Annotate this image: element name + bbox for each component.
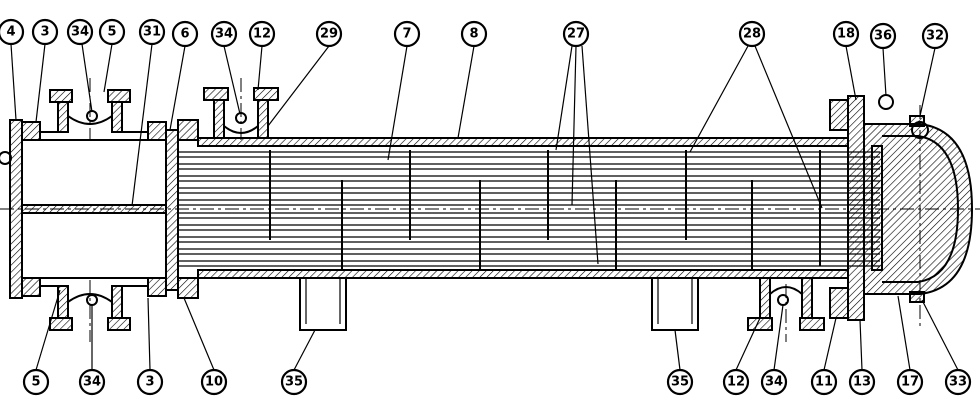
svg-text:29: 29 [320,27,338,42]
callout-5-bottom: 5 [22,368,50,396]
channel-body [21,121,167,297]
svg-text:5: 5 [107,25,116,40]
saddle-support-left [299,278,347,331]
callout-36: 36 [869,22,897,50]
svg-text:6: 6 [180,27,189,42]
svg-text:34: 34 [765,375,783,390]
callout-13: 13 [848,368,876,396]
leader-lines [10,43,959,371]
callout-18: 18 [832,20,860,48]
callout-8: 8 [460,20,488,48]
callout-3-top: 3 [31,18,59,46]
callout-4: 4 [0,18,25,46]
callout-28: 28 [738,20,766,48]
callout-34-top-mid: 34 [210,20,238,48]
callout-31: 31 [138,18,166,46]
callout-34-bottom-left: 34 [78,368,106,396]
callout-35-left: 35 [280,368,308,396]
svg-text:35: 35 [285,375,303,390]
svg-text:8: 8 [469,27,478,42]
svg-text:33: 33 [949,375,967,390]
stationary-tubesheet [165,119,199,299]
channel-outlet-nozzle [49,280,131,342]
svg-text:35: 35 [671,375,689,390]
baffles-and-tie-rods [269,150,821,270]
svg-text:3: 3 [40,25,49,40]
svg-text:18: 18 [837,27,855,42]
svg-text:3: 3 [145,375,154,390]
svg-text:12: 12 [727,375,745,390]
svg-text:32: 32 [926,29,944,44]
svg-text:28: 28 [743,27,761,42]
svg-text:12: 12 [253,27,271,42]
callout-6: 6 [171,20,199,48]
callout-7: 7 [393,20,421,48]
saddle-support-right [651,278,699,331]
shell-inlet-nozzle [203,78,279,140]
callout-34-bottom-right: 34 [760,368,788,396]
callout-34-top-left: 34 [66,18,94,46]
svg-text:7: 7 [402,27,411,42]
svg-text:31: 31 [143,25,161,40]
callout-32: 32 [921,22,949,50]
svg-text:34: 34 [83,375,101,390]
svg-text:4: 4 [6,25,15,40]
shell-outlet-nozzle [747,277,825,342]
callout-27: 27 [562,20,590,48]
channel-inlet-nozzle [49,78,131,140]
callout-12-bottom: 12 [722,368,750,396]
callout-5-top: 5 [98,18,126,46]
callout-10: 10 [200,368,228,396]
shell [197,137,849,279]
lifting-lug [0,151,12,165]
vent-lug [878,94,894,110]
callout-29: 29 [315,20,343,48]
callout-12-top: 12 [248,20,276,48]
floating-head-cover [864,94,974,330]
svg-text:34: 34 [215,27,233,42]
tube-bundle [178,151,880,267]
callout-11: 11 [810,368,838,396]
svg-text:5: 5 [31,375,40,390]
callout-17: 17 [896,368,924,396]
svg-text:27: 27 [567,27,585,42]
callout-33: 33 [944,368,972,396]
svg-text:10: 10 [205,375,223,390]
svg-text:13: 13 [853,375,871,390]
svg-text:36: 36 [874,29,892,44]
callout-3-bottom: 3 [136,368,164,396]
svg-text:11: 11 [815,375,833,390]
callout-35-right: 35 [666,368,694,396]
svg-text:34: 34 [71,25,89,40]
shell-cover-flange [829,95,865,321]
svg-text:17: 17 [901,375,919,390]
